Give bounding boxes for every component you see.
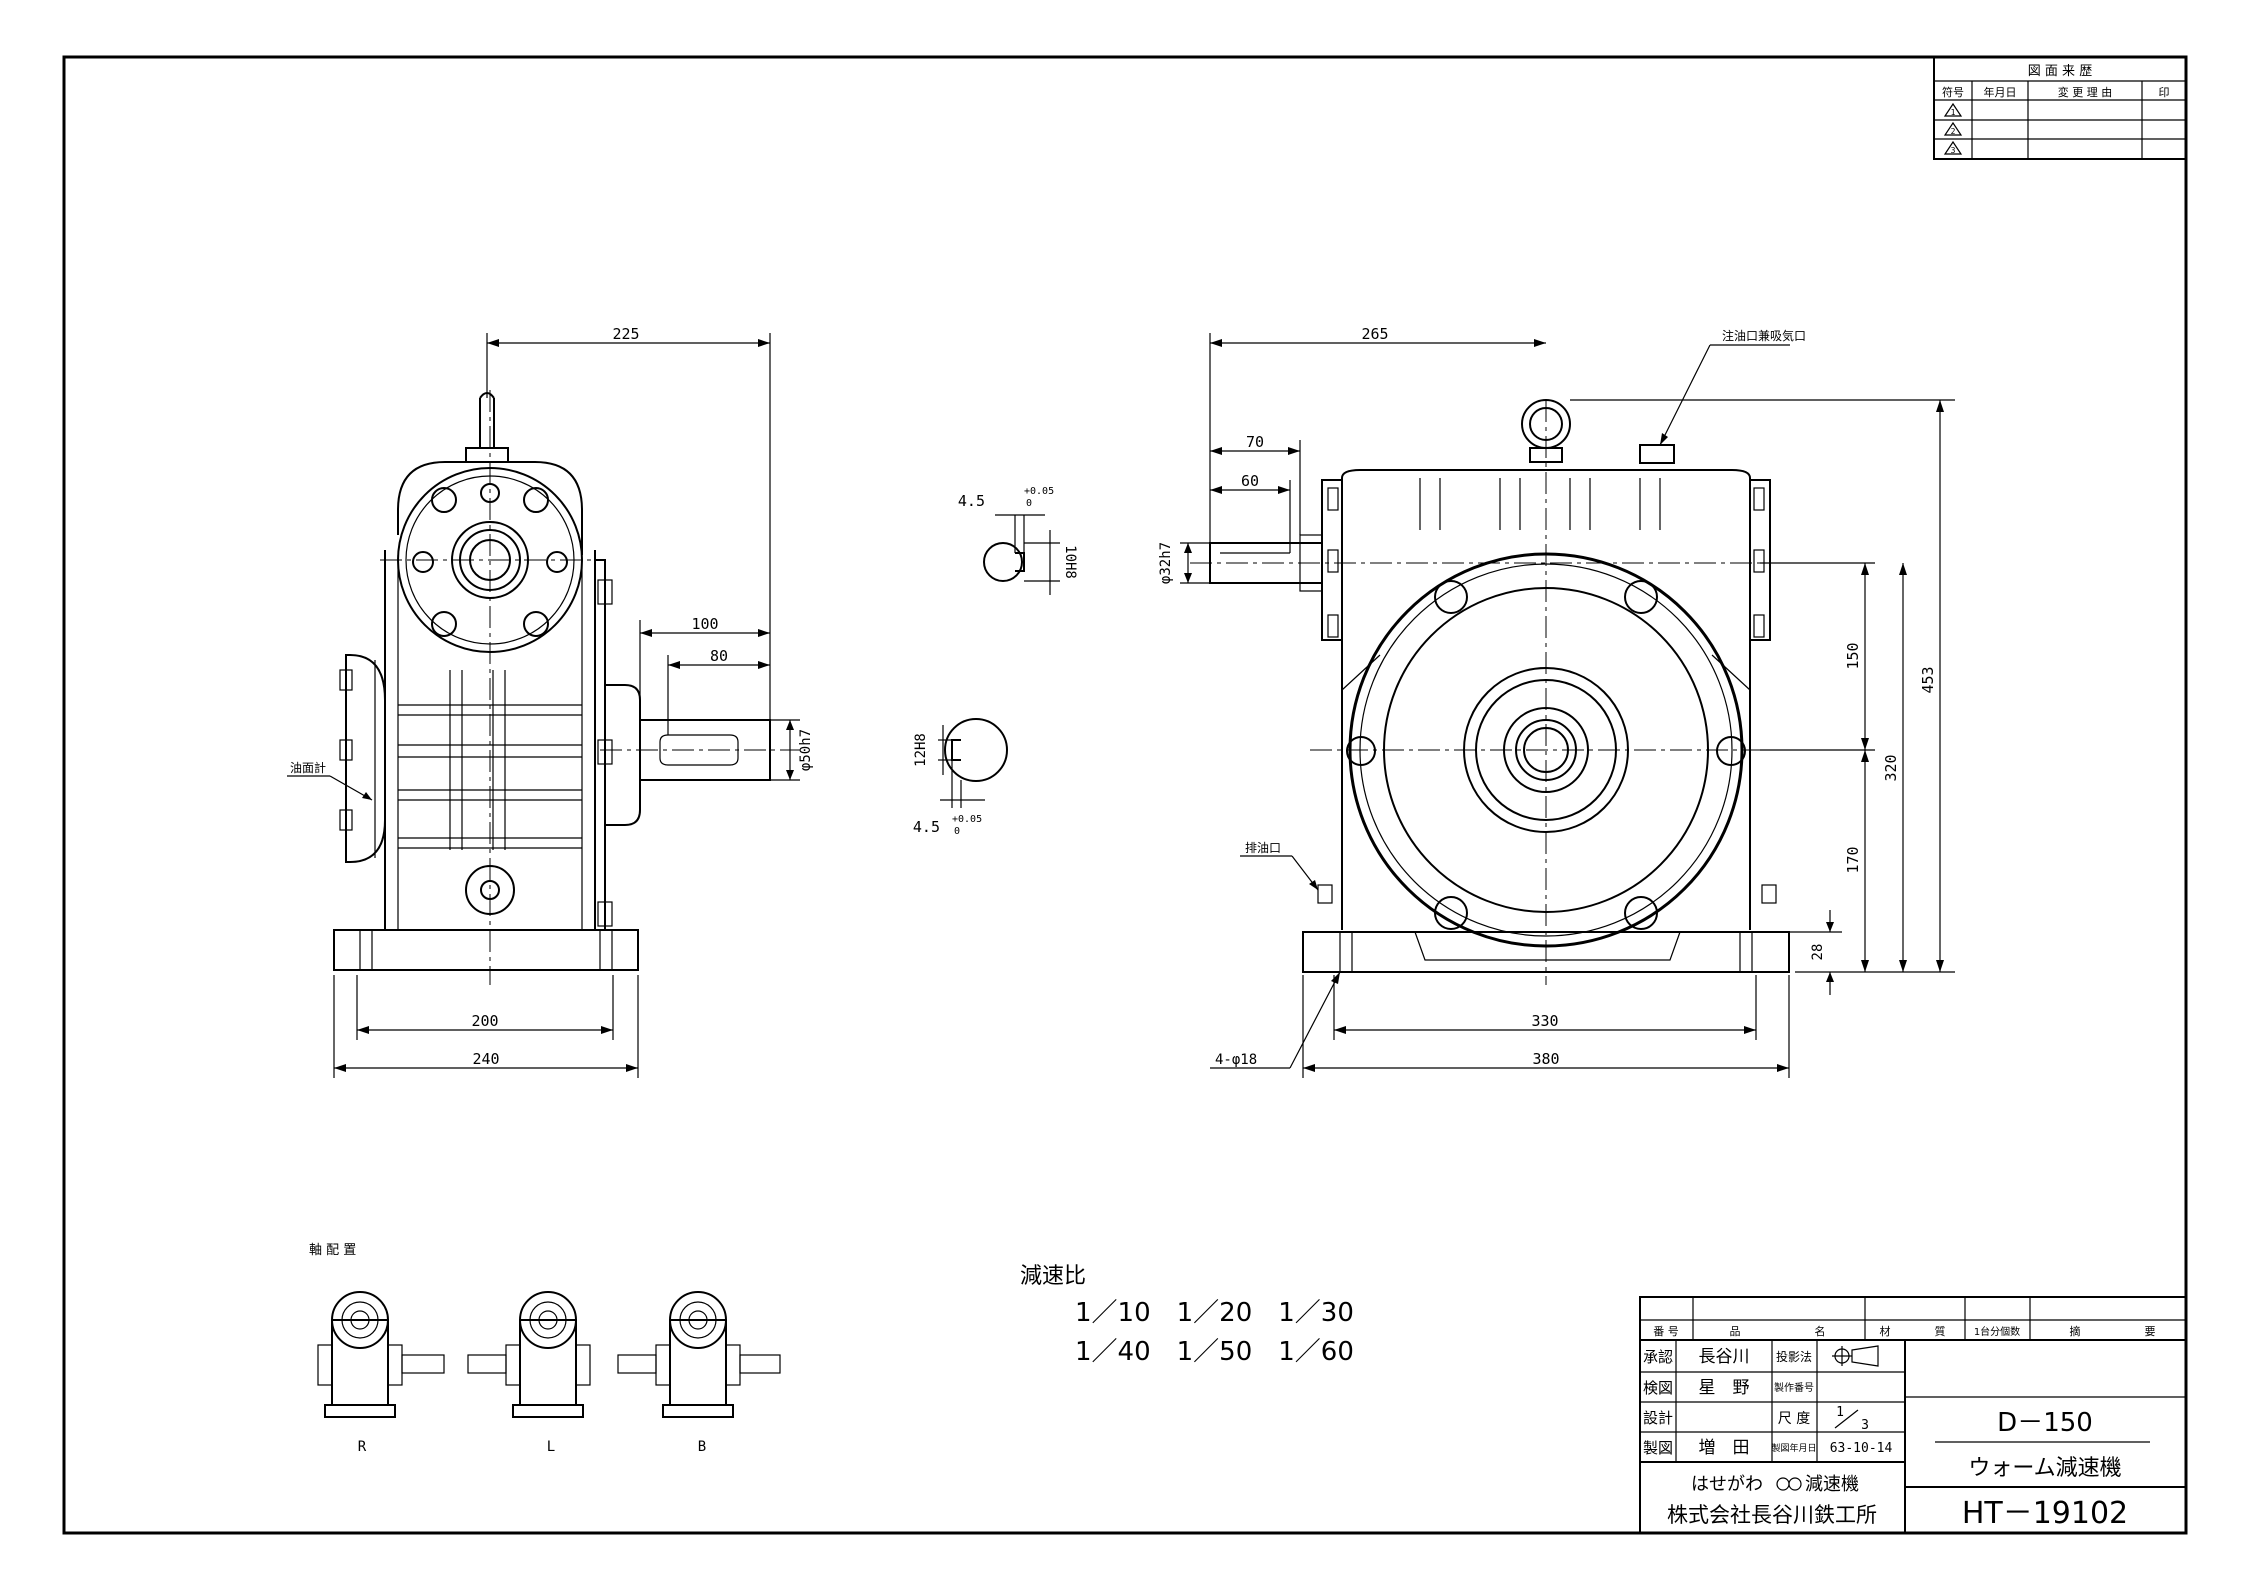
svg-text:番 号: 番 号 xyxy=(1653,1325,1679,1338)
svg-text:2: 2 xyxy=(1951,127,1956,136)
svg-text:1: 1 xyxy=(1836,1405,1844,1420)
tb-prod-no: 製作番号 xyxy=(1774,1381,1814,1394)
tb-projection: 投影法 xyxy=(1776,1349,1812,1364)
tb-date: 63-10-14 xyxy=(1830,1441,1893,1456)
tb-drawing-no: HT－19102 xyxy=(1962,1496,2128,1531)
tb-designed: 設計 xyxy=(1643,1409,1673,1427)
dim-380: 380 xyxy=(1532,1050,1559,1068)
dim-phi32: φ32h7 xyxy=(1158,542,1174,584)
arrangement-label-L: L xyxy=(547,1439,555,1455)
shaft-arrangement: 軸 配 置 R L xyxy=(309,1243,781,1455)
dim-225: 225 xyxy=(612,325,639,343)
label-oil-gauge: 油面計 xyxy=(290,760,326,775)
tb-scale-label: 尺 度 xyxy=(1778,1411,1810,1427)
revision-header-mark: 符号 xyxy=(1942,86,1964,99)
tb-drawn: 製図 xyxy=(1643,1439,1673,1457)
arrangement-R: R xyxy=(317,1291,445,1455)
title-block: 番 号 品 名 材 質 1台分個数 摘 要 承認 長谷川 投影法 検図 星 野 … xyxy=(1639,1296,2187,1534)
svg-text:+0.05: +0.05 xyxy=(1024,486,1054,497)
tb-model: D－150 xyxy=(1997,1408,2093,1438)
svg-text:摘: 摘 xyxy=(2070,1324,2081,1338)
tb-approved: 承認 xyxy=(1643,1348,1673,1366)
tb-scale-value: 1 3 xyxy=(1834,1405,1869,1433)
dim-bolt-holes: 4-φ18 xyxy=(1215,1052,1257,1068)
side-view-dimensions: 225 100 80 φ50h7 200 240 油面計 xyxy=(287,325,814,1078)
revision-header-reason: 変 更 理 由 xyxy=(2058,85,2113,99)
arrangement-label-R: R xyxy=(358,1439,367,1455)
svg-text:品: 品 xyxy=(1730,1325,1741,1338)
svg-text:1台分個数: 1台分個数 xyxy=(1974,1325,2020,1338)
tb-checked-name: 星 野 xyxy=(1699,1378,1750,1398)
svg-text:4.5: 4.5 xyxy=(913,818,940,836)
arrangement-label-B: B xyxy=(698,1439,706,1455)
side-view xyxy=(333,390,800,985)
projection-symbol-icon xyxy=(1832,1345,1879,1367)
brand-logo-icon xyxy=(1776,1477,1802,1491)
dim-phi50: φ50h7 xyxy=(798,729,814,771)
dim-170: 170 xyxy=(1844,846,1862,873)
key-detail-1: 4.5 +0.05 0 10H8 xyxy=(958,486,1078,595)
dim-320: 320 xyxy=(1882,754,1900,781)
tb-product: ウォーム減速機 xyxy=(1968,1456,2121,1481)
svg-text:減速機: 減速機 xyxy=(1805,1474,1859,1495)
dim-60: 60 xyxy=(1241,472,1259,490)
svg-text:名: 名 xyxy=(1815,1324,1826,1338)
svg-text:質: 質 xyxy=(1935,1324,1946,1338)
shaft-arrangement-title: 軸 配 置 xyxy=(309,1243,356,1258)
svg-text:0: 0 xyxy=(1026,498,1032,509)
dim-265: 265 xyxy=(1361,325,1388,343)
revision-table: 図 面 来 歴 符号 年月日 変 更 理 由 印 1 2 3 xyxy=(1933,56,2187,160)
reduction-row-2: 1／40 1／50 1／60 xyxy=(1075,1337,1354,1367)
tb-company: 株式会社長谷川鉄工所 xyxy=(1667,1503,1877,1527)
svg-text:要: 要 xyxy=(2145,1325,2156,1338)
svg-text:10H8: 10H8 xyxy=(1062,545,1078,579)
tb-checked: 検図 xyxy=(1643,1379,1673,1397)
svg-text:4.5: 4.5 xyxy=(958,492,985,510)
svg-text:はせがわ: はせがわ xyxy=(1691,1474,1763,1495)
reduction-title: 減速比 xyxy=(1020,1264,1086,1289)
revision-header-date: 年月日 xyxy=(1984,85,2017,99)
label-oil-drain: 排油口 xyxy=(1245,841,1281,855)
revision-header-seal: 印 xyxy=(2159,86,2170,99)
svg-text:材: 材 xyxy=(1880,1324,1891,1338)
revision-mark-1: 1 xyxy=(1943,102,1963,117)
dim-100: 100 xyxy=(691,615,718,633)
sheet-border xyxy=(62,55,2188,1535)
front-view xyxy=(1190,399,1800,985)
svg-text:1: 1 xyxy=(1951,108,1956,117)
revision-mark-2: 2 xyxy=(1943,121,1963,136)
tb-brand-line: はせがわ 減速機 xyxy=(1691,1474,1859,1495)
label-oil-fill: 注油口兼吸気口 xyxy=(1722,328,1806,343)
dim-28: 28 xyxy=(1810,944,1826,961)
dim-150: 150 xyxy=(1844,642,1862,669)
dim-453: 453 xyxy=(1919,666,1937,693)
tb-drawn-name: 増 田 xyxy=(1699,1438,1750,1458)
svg-text:12H8: 12H8 xyxy=(913,733,929,767)
revision-mark-3: 3 xyxy=(1943,140,1963,155)
dim-240: 240 xyxy=(472,1050,499,1068)
svg-text:+0.05: +0.05 xyxy=(952,814,982,825)
reduction-row-1: 1／10 1／20 1／30 xyxy=(1075,1298,1354,1328)
reduction-ratios: 減速比 1／10 1／20 1／30 1／40 1／50 1／60 xyxy=(1020,1264,1354,1367)
dim-80: 80 xyxy=(710,647,728,665)
revision-title: 図 面 来 歴 xyxy=(2028,64,2092,79)
dim-200: 200 xyxy=(471,1012,498,1030)
svg-text:3: 3 xyxy=(1861,1418,1869,1433)
tb-approved-name: 長谷川 xyxy=(1699,1347,1750,1367)
tb-date-label: 製図年月日 xyxy=(1771,1442,1816,1454)
dim-330: 330 xyxy=(1531,1012,1558,1030)
svg-text:3: 3 xyxy=(1951,146,1956,155)
svg-text:0: 0 xyxy=(954,826,960,837)
front-view-dimensions: 265 70 60 φ32h7 注油口兼吸気口 排油口 150 170 xyxy=(1158,325,1955,1078)
key-detail-2: 12H8 4.5 +0.05 0 xyxy=(913,718,1008,837)
dim-70: 70 xyxy=(1246,433,1264,451)
arrangement-L: L xyxy=(467,1291,591,1455)
arrangement-B: B xyxy=(617,1291,781,1455)
